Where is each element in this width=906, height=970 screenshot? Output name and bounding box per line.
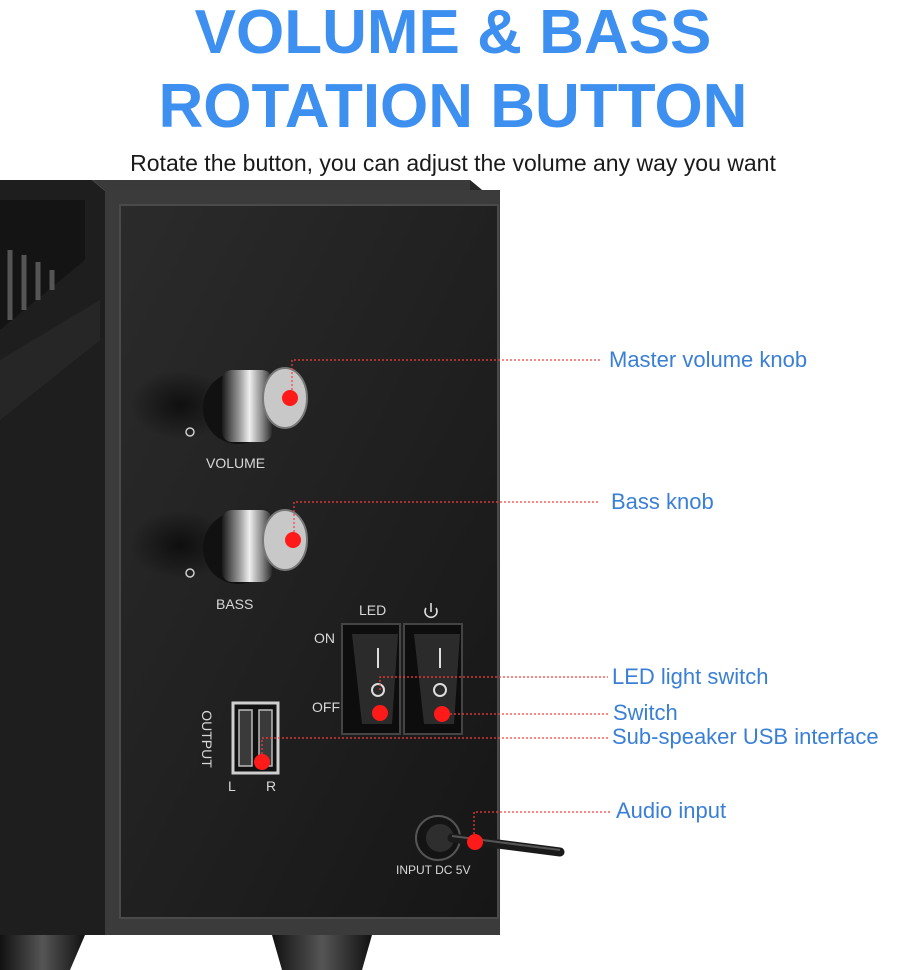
- dc-input-jack[interactable]: [415, 815, 565, 861]
- left-channel-label: L: [228, 778, 236, 794]
- on-label: ON: [314, 630, 335, 646]
- callout-audio-input: Audio input: [616, 798, 727, 823]
- callout-bass-knob: Bass knob: [611, 489, 714, 514]
- led-switch[interactable]: [341, 623, 401, 735]
- callout-master-volume: Master volume knob: [609, 347, 808, 372]
- right-channel-label: R: [266, 778, 277, 794]
- callout-switch: Switch: [613, 700, 678, 725]
- callout-markers: [254, 390, 483, 850]
- callout-led-switch: LED light switch: [612, 664, 769, 689]
- title-line-1: VOLUME & BASS: [194, 0, 712, 67]
- volume-label: VOLUME: [206, 455, 266, 471]
- output-label: OUTPUT: [198, 710, 215, 768]
- bass-label: BASS: [216, 596, 254, 612]
- callout-usb: Sub-speaker USB interface: [612, 724, 879, 749]
- speaker-grille: [0, 200, 100, 420]
- subtitle: Rotate the button, you can adjust the vo…: [130, 150, 776, 176]
- title-line-2: ROTATION BUTTON: [158, 72, 748, 141]
- bass-knob[interactable]: [130, 509, 308, 584]
- off-label: OFF: [312, 699, 340, 715]
- volume-knob[interactable]: [130, 367, 308, 444]
- power-switch[interactable]: [403, 623, 463, 735]
- speaker-legs: [0, 935, 372, 970]
- input-dc-label: INPUT DC 5V: [396, 863, 471, 877]
- power-icon: [424, 603, 438, 619]
- led-label: LED: [359, 602, 387, 618]
